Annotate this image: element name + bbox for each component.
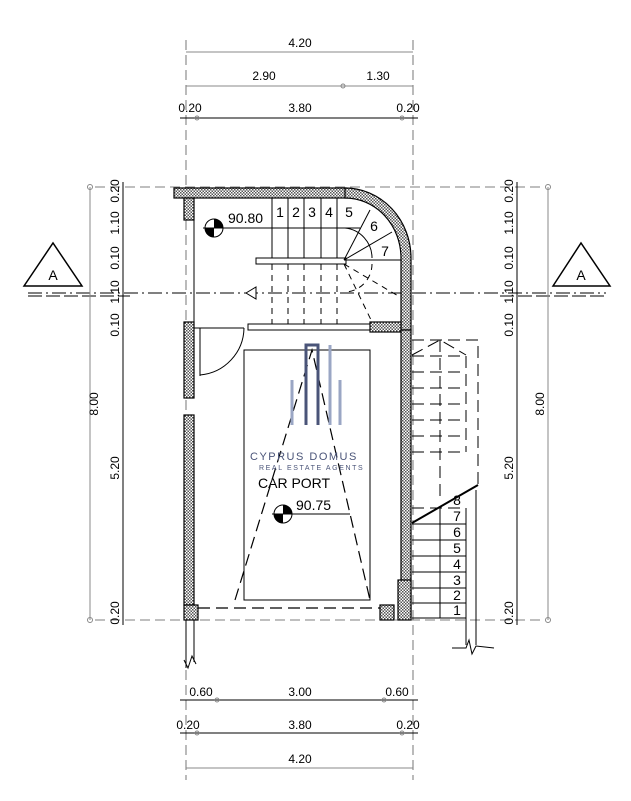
stair-step-number: 5 <box>453 540 461 556</box>
dim-overall-height: 8.00 <box>533 392 547 416</box>
stair-step-number: 5 <box>345 204 353 220</box>
watermark-tagline: REAL ESTATE AGENTS <box>259 465 364 472</box>
dim-label: 0.20 <box>178 101 202 115</box>
dim-label: 2.90 <box>252 69 276 83</box>
dim-label: 0.10 <box>108 313 122 337</box>
stair-step-number: 4 <box>325 204 333 220</box>
dim-label: 1.10 <box>502 211 516 235</box>
dim-label: 0.10 <box>502 246 516 270</box>
dim-label: 0.10 <box>108 246 122 270</box>
section-marker-right: A <box>551 241 612 287</box>
stair-step-number: 8 <box>453 492 461 508</box>
stair-step-number: 7 <box>453 508 461 524</box>
stair-step-number: 6 <box>370 218 378 234</box>
level-value: 90.80 <box>228 210 263 226</box>
stair-step-number: 1 <box>453 602 461 618</box>
watermark-logo-icon <box>290 343 342 425</box>
dim-label: 0.20 <box>176 718 200 732</box>
stair-step-number: 1 <box>276 204 284 220</box>
dim-label: 0.20 <box>396 101 420 115</box>
dim-label: 0.60 <box>189 685 213 699</box>
dim-overall-width: 4.20 <box>288 752 312 766</box>
section-marker-label: A <box>48 267 58 283</box>
stair-step-number: 3 <box>453 572 461 588</box>
stair-step-number: 7 <box>381 243 389 259</box>
right-dimensions: 8.00 0.20 1.10 0.10 1.10 0.10 5.20 0.20 <box>502 179 551 625</box>
stair-step-number: 6 <box>453 524 461 540</box>
stair-step-number: 2 <box>453 587 461 603</box>
dim-label: 0.20 <box>502 601 516 625</box>
left-dimensions: 8.00 0.20 1.10 0.10 1.10 0.10 5.20 0.20 <box>87 179 124 625</box>
stair-step-number: 3 <box>308 204 316 220</box>
dim-label: 0.20 <box>108 179 122 203</box>
car-port: CYPRUS DOMUS REAL ESTATE AGENTS CAR PORT… <box>198 343 380 609</box>
section-marker-left: A <box>22 241 84 287</box>
room-label: CAR PORT <box>258 475 331 491</box>
walls <box>173 187 412 670</box>
stair-step-number: 2 <box>292 204 300 220</box>
door <box>194 327 245 376</box>
dim-overall-width: 4.20 <box>288 36 312 50</box>
dim-label: 0.20 <box>502 179 516 203</box>
section-line <box>28 292 606 297</box>
watermark: CYPRUS DOMUS <box>250 451 358 463</box>
dim-label: 1.10 <box>108 280 122 304</box>
dim-label: 1.10 <box>108 211 122 235</box>
dim-label: 0.20 <box>396 718 420 732</box>
bottom-dimensions: 0.60 3.00 0.60 0.20 3.80 0.20 4.20 <box>176 685 420 769</box>
section-marker-label: A <box>576 267 586 283</box>
dim-label: 0.60 <box>385 685 409 699</box>
internal-stair: 1 2 3 4 5 6 7 <box>245 198 401 331</box>
level-value: 90.75 <box>296 497 331 513</box>
dim-label: 1.10 <box>502 280 516 304</box>
dim-label: 5.20 <box>108 456 122 480</box>
dim-label: 3.80 <box>288 101 312 115</box>
level-marker-landing: 90.80 <box>203 210 272 238</box>
dim-label: 0.20 <box>108 601 122 625</box>
dim-overall-height: 8.00 <box>87 392 101 416</box>
exterior-stair: 1 2 3 4 5 6 7 8 <box>411 339 495 656</box>
dim-label: 5.20 <box>502 456 516 480</box>
dim-label: 3.00 <box>288 685 312 699</box>
dim-label: 3.80 <box>288 718 312 732</box>
top-dimensions: 4.20 2.90 1.30 0.20 3.80 0.20 <box>178 36 420 121</box>
dim-label: 0.10 <box>502 313 516 337</box>
stair-step-number: 4 <box>453 556 461 572</box>
dim-label: 1.30 <box>366 69 390 83</box>
